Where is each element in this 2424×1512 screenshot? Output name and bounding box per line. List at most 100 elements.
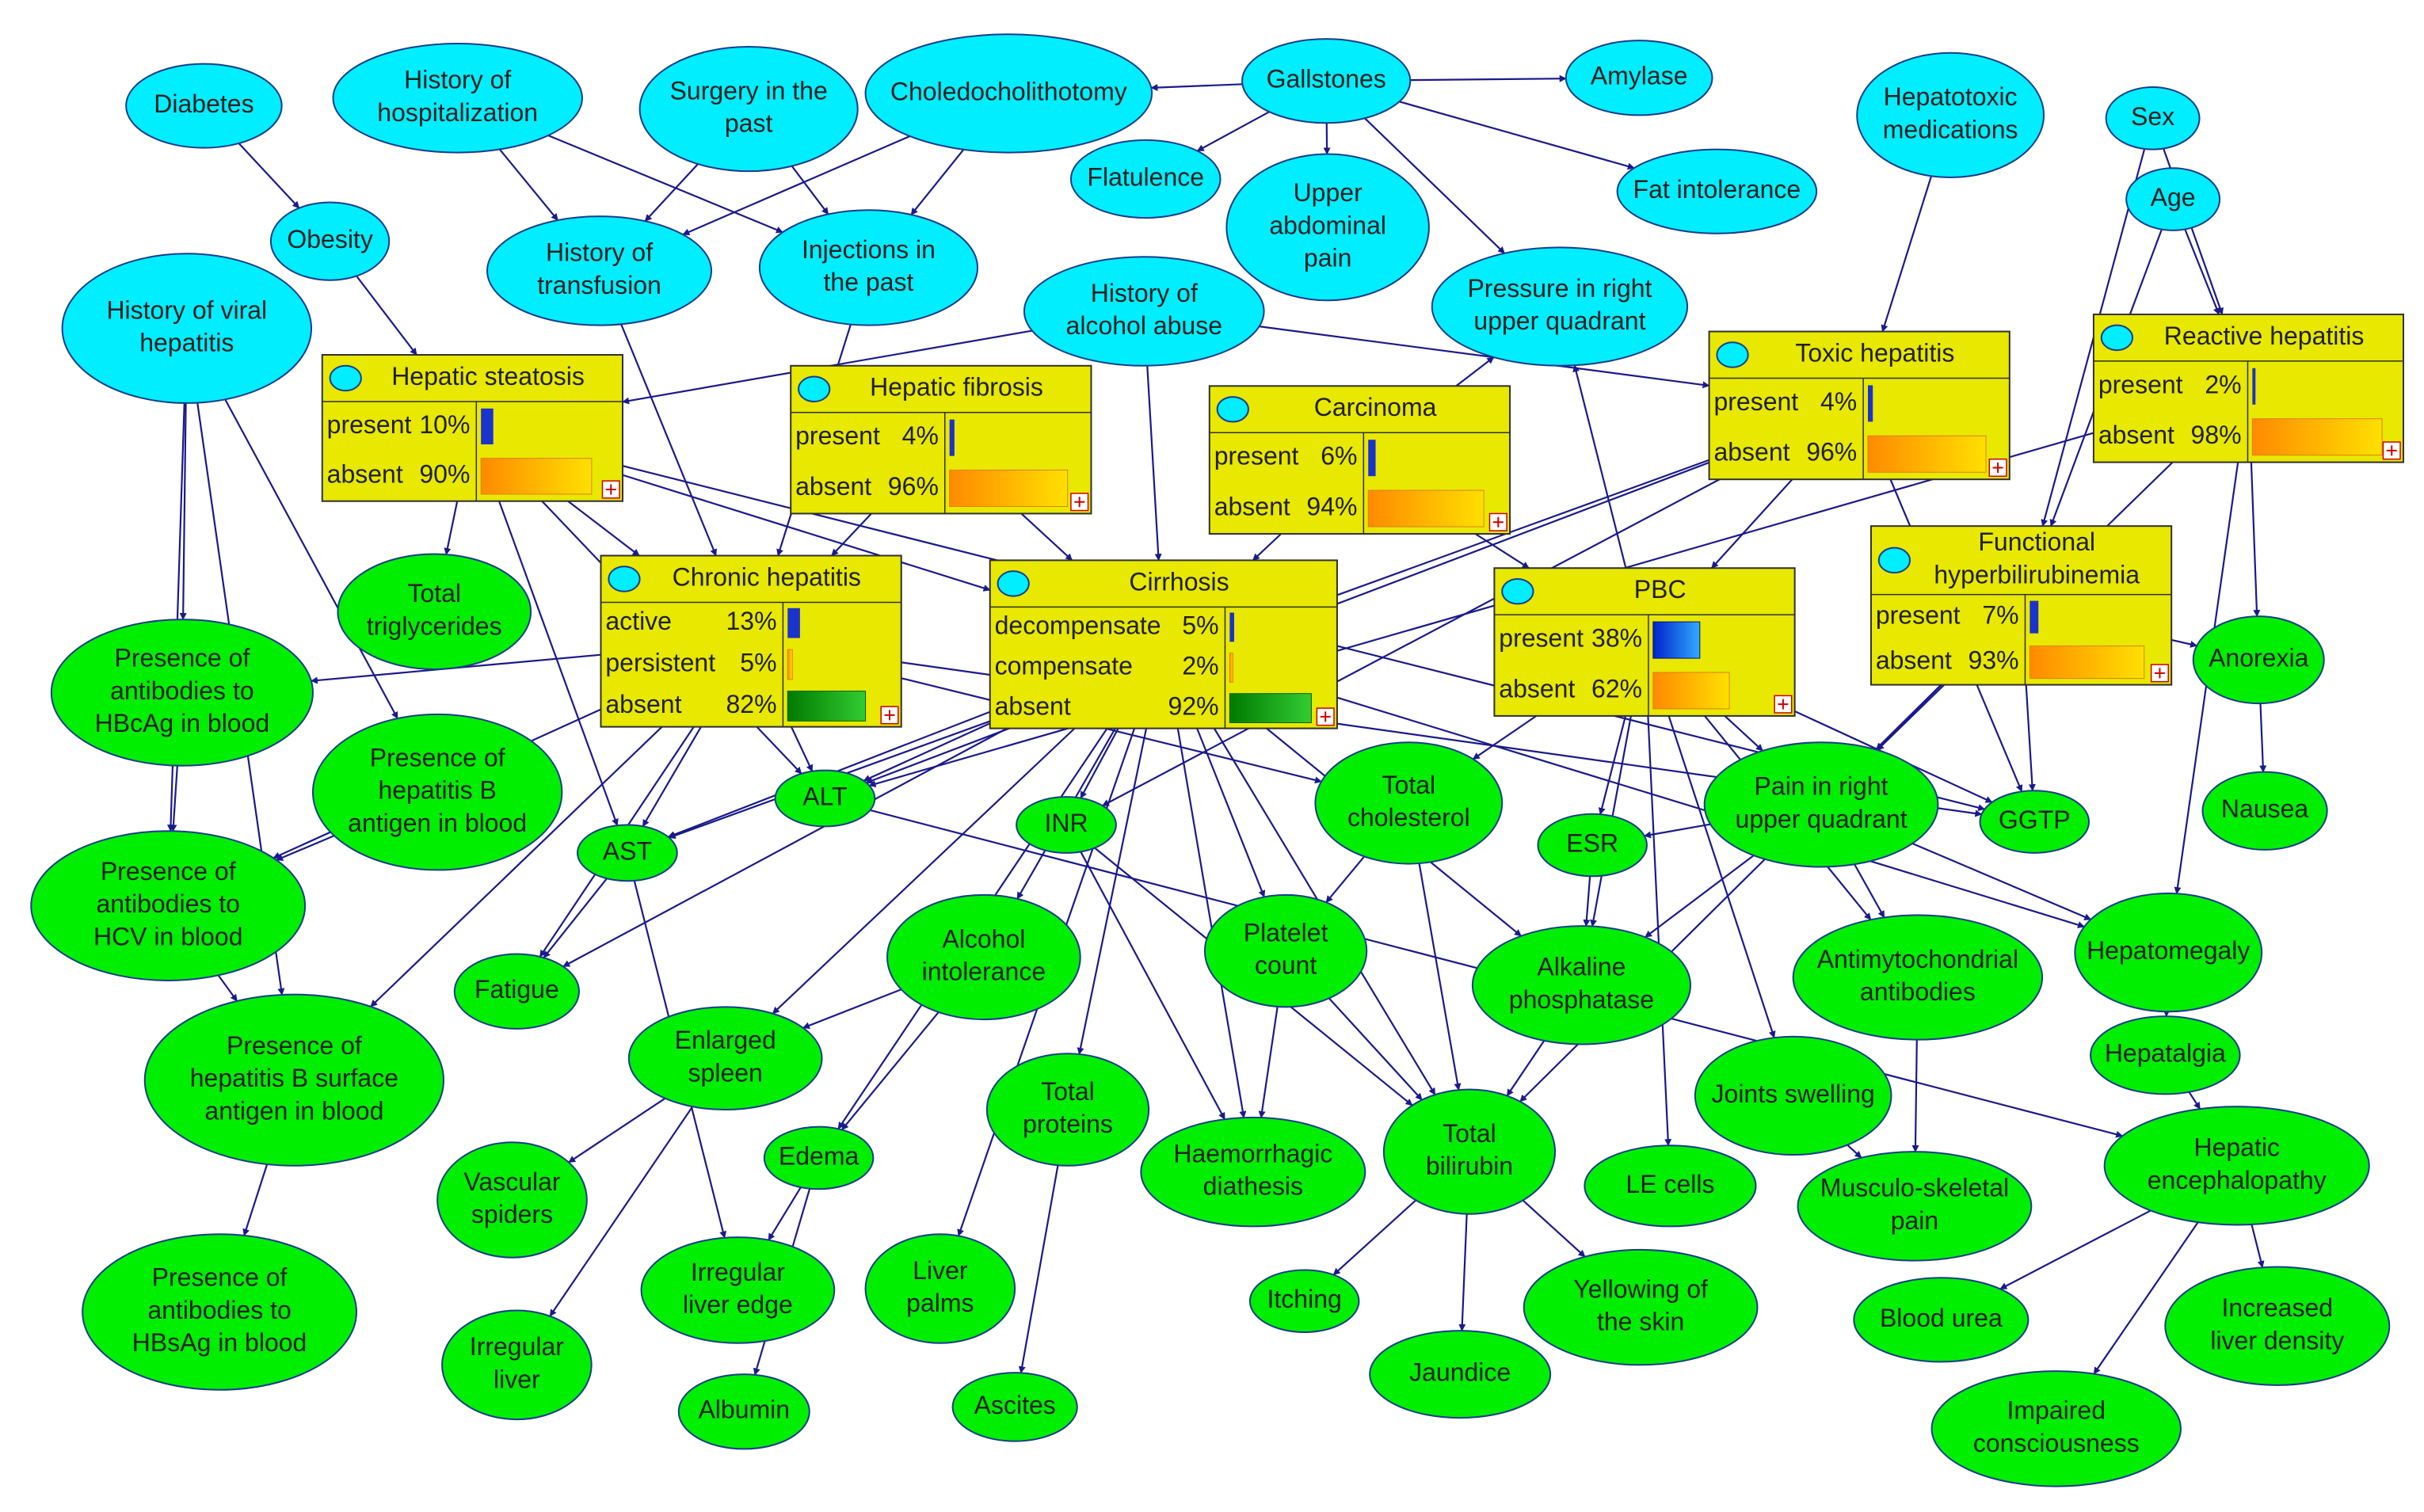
node-enlarged_spleen-label: spleen (688, 1058, 763, 1087)
node-obesity[interactable]: Obesity (269, 201, 391, 281)
node-gallstones[interactable]: Gallstones (1241, 38, 1412, 124)
node-albumin[interactable]: Albumin (677, 1373, 810, 1450)
node-albumin-label: Albumin (698, 1396, 790, 1424)
edge-antimyto-to-musculo (1911, 1039, 1919, 1153)
node-le_cells[interactable]: LE cells (1584, 1144, 1757, 1228)
node-pressure_ruq-shape (1431, 246, 1689, 367)
node-anorexia-label: Anorexia (2209, 644, 2309, 672)
monitor-pbc-title: PBC (1634, 575, 1687, 604)
node-total_bili-label: Total (1443, 1119, 1496, 1148)
state-probability: 2% (2205, 370, 2241, 398)
node-pressure_ruq-label: Pressure in right (1467, 274, 1652, 303)
node-flatulence[interactable]: Flatulence (1069, 139, 1222, 219)
node-incr_density-label: liver density (2210, 1326, 2344, 1354)
node-platelet-shape (1203, 893, 1368, 1008)
node-alt[interactable]: ALT (774, 769, 876, 828)
node-age[interactable]: Age (2125, 167, 2221, 231)
state-probability: 5% (740, 649, 776, 677)
node-ascites[interactable]: Ascites (951, 1372, 1078, 1442)
node-ast[interactable]: AST (577, 824, 678, 882)
node-amylase[interactable]: Amylase (1565, 40, 1713, 116)
node-alk_phos-shape (1471, 925, 1691, 1045)
node-hepatomegaly[interactable]: Hepatomegaly (2074, 892, 2263, 1013)
node-nausea[interactable]: Nausea (2201, 771, 2328, 851)
monitor-carcinoma-title: Carcinoma (1314, 393, 1437, 421)
node-diabetes-shape (125, 63, 283, 149)
node-hepatalgia[interactable]: Hepatalgia (2089, 1015, 2241, 1095)
node-joints[interactable]: Joints swelling (1694, 1035, 1892, 1156)
node-hbv_antigen-shape (311, 713, 563, 871)
node-edema[interactable]: Edema (763, 1125, 875, 1190)
node-diabetes[interactable]: Diabetes (125, 63, 283, 149)
node-hbs_antigen-label: Presence of (227, 1031, 362, 1060)
node-esr[interactable]: ESR (1537, 813, 1648, 878)
node-fat_intol[interactable]: Fat intolerance (1616, 148, 1818, 234)
node-hbv_antigen-label: hepatitis B (378, 776, 496, 805)
node-fatigue[interactable]: Fatigue (453, 953, 580, 1030)
edge-gallstones-to-choledo (1150, 83, 1243, 92)
node-joints-shape (1694, 1035, 1892, 1156)
node-jaundice[interactable]: Jaundice (1369, 1330, 1552, 1419)
node-sex[interactable]: Sex (2105, 86, 2201, 150)
node-inr[interactable]: INR (1016, 796, 1117, 854)
node-ggtp[interactable]: GGTP (1979, 790, 2091, 854)
node-choledo[interactable]: Choledocholithotomy (864, 33, 1153, 154)
edge-pain_ruq-to-hepatomegaly (1911, 842, 2092, 920)
node-edema-label: Edema (779, 1141, 859, 1170)
node-total_chol-shape (1314, 741, 1504, 865)
node-anorexia[interactable]: Anorexia (2192, 615, 2325, 705)
evidence-corner-glyph (1074, 497, 1085, 508)
node-alt-label: ALT (802, 782, 847, 810)
node-itching[interactable]: Itching (1248, 1269, 1360, 1334)
node-hbv_antigen-label: antigen in blood (348, 809, 527, 837)
node-le_cells-shape (1584, 1144, 1757, 1228)
node-surgery-label: past (725, 109, 773, 138)
node-blood_urea[interactable]: Blood urea (1853, 1277, 2030, 1363)
edge-hist_alcohol-to-cirrhosis (1146, 365, 1162, 562)
edge-toxic_hep-to-inr (1102, 478, 1721, 807)
